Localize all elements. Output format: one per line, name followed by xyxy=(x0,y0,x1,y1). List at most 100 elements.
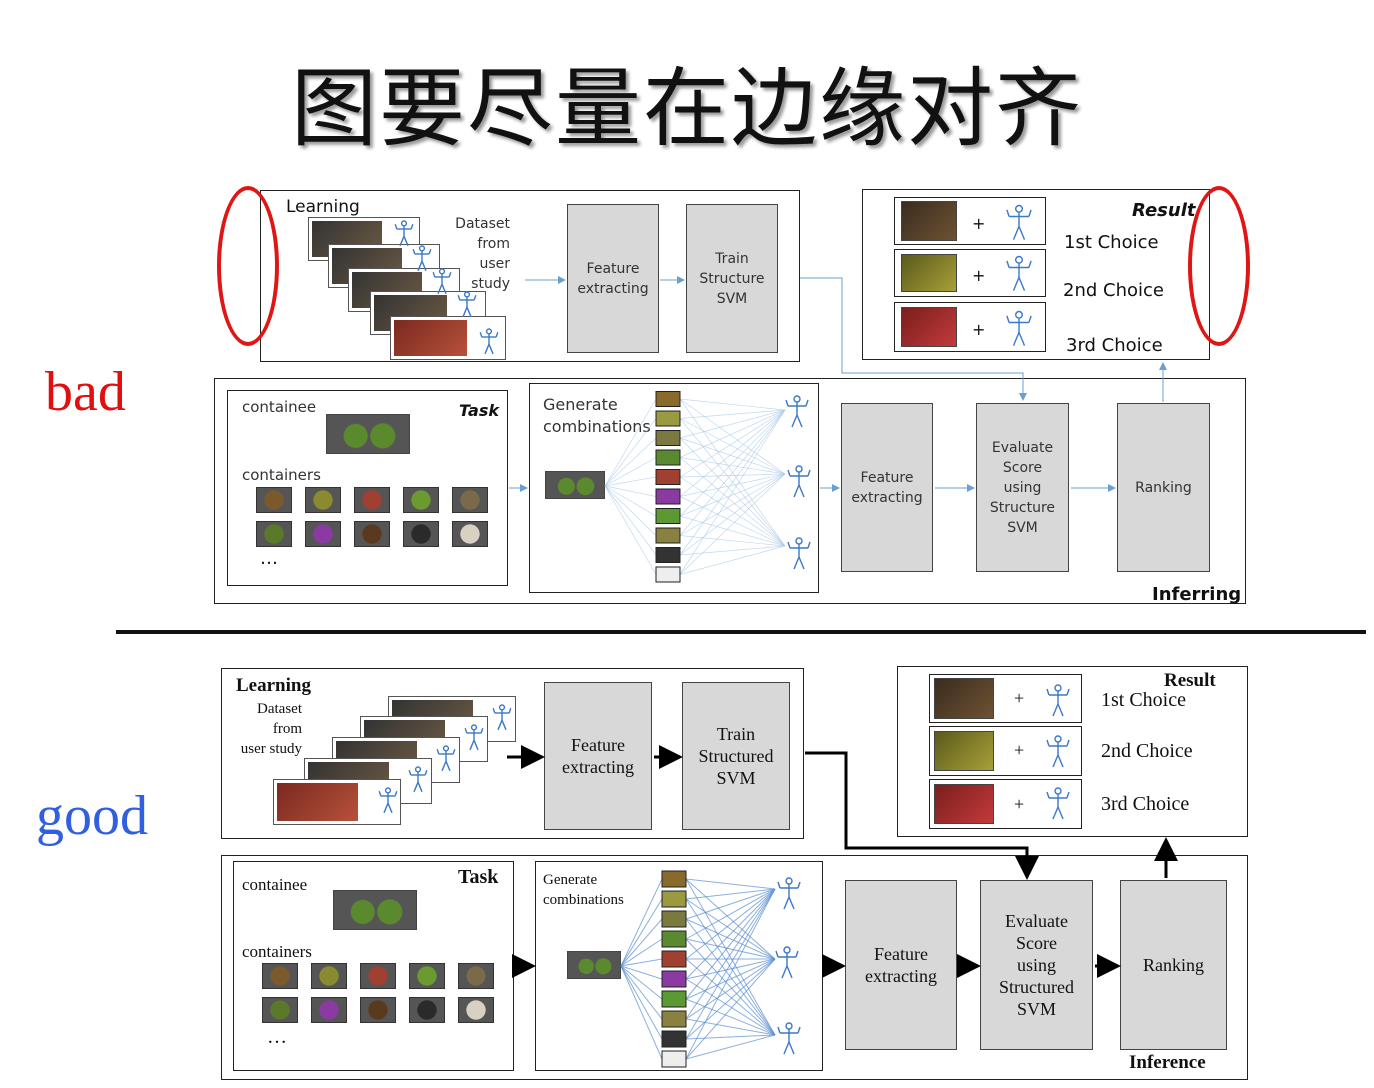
good-container-thumbnail xyxy=(262,963,298,989)
plus-sign: + xyxy=(972,266,986,285)
bad-container-thumbnail xyxy=(452,487,488,513)
bad-fan-line xyxy=(679,409,786,419)
skeleton-figure xyxy=(492,704,512,731)
good-fan-line xyxy=(620,898,663,967)
skeleton-figure xyxy=(787,537,811,570)
skeleton-figure xyxy=(787,465,811,498)
good-fan-line xyxy=(685,998,776,1036)
good-result-title: Result xyxy=(1164,670,1216,691)
bad-evaluate-box: Evaluate Score using Structure SVM xyxy=(976,403,1069,572)
bad-fan-line xyxy=(679,398,786,475)
good-fan-line xyxy=(685,888,776,1040)
good-candidate-container xyxy=(661,1030,687,1048)
skeleton-figure xyxy=(777,1022,801,1055)
bad-fan-line xyxy=(604,476,657,487)
good-fan-line xyxy=(685,898,776,960)
good-choice-2: 2nd Choice xyxy=(1101,740,1193,762)
good-fan-line xyxy=(685,888,776,940)
bad-candidate-container xyxy=(655,527,681,544)
bad-fan-line xyxy=(604,485,657,575)
bad-fan-line xyxy=(679,409,786,439)
bad-fan-line xyxy=(604,485,657,517)
good-fan-line xyxy=(685,958,776,1036)
bad-arrow-train-evaluate xyxy=(800,277,1027,401)
skeleton-figure xyxy=(775,946,799,979)
good-dataset-card xyxy=(273,779,401,825)
skeleton-figure xyxy=(1046,735,1070,768)
good-fan-line xyxy=(685,888,776,920)
bad-candidate-container xyxy=(655,430,681,446)
good-generate-text: Generate combinations xyxy=(543,872,624,908)
bad-fan-line xyxy=(604,485,657,556)
bad-candidate-container xyxy=(655,508,681,524)
bad-candidate-container xyxy=(655,391,681,407)
good-fan-line xyxy=(685,938,776,1036)
container-photo xyxy=(901,201,957,241)
bad-container-thumbnail xyxy=(403,487,439,513)
good-candidate-container xyxy=(661,990,687,1008)
bad-feature2-box: Feature extracting xyxy=(841,403,933,572)
bad-fan-line xyxy=(679,409,786,556)
bad-fan-line xyxy=(679,457,786,475)
good-fan-line xyxy=(685,958,776,1040)
slide-title: 图要尽量在边缘对齐 xyxy=(291,59,1083,159)
good-fan-line xyxy=(685,888,776,1060)
bad-fan-line xyxy=(679,473,786,517)
section-divider xyxy=(116,630,1366,634)
watermelon-photo xyxy=(333,890,417,930)
bad-fan-line xyxy=(679,545,786,556)
good-container-thumbnail xyxy=(409,963,445,989)
bad-ranking-box: Ranking xyxy=(1117,403,1210,572)
good-fan-line xyxy=(620,965,663,1040)
good-fan-line xyxy=(620,965,663,1060)
good-container-thumbnail xyxy=(458,963,494,989)
bad-fan-line xyxy=(679,398,786,411)
bad-fan-line xyxy=(679,545,786,575)
bad-container-thumbnail xyxy=(256,521,292,547)
good-fan-line xyxy=(685,1034,776,1060)
good-container-thumbnail xyxy=(360,997,396,1023)
good-dataset-text: Dataset from user study xyxy=(240,701,302,757)
good-fan-line xyxy=(685,888,776,1000)
bad-container-thumbnail xyxy=(256,487,292,513)
good-fan-line xyxy=(685,918,776,960)
bad-fan-line xyxy=(604,437,657,487)
good-candidate-container xyxy=(661,970,687,988)
good-fan-line xyxy=(685,918,776,1036)
bad-fan-line xyxy=(679,476,786,547)
bad-containers-label: containers xyxy=(242,466,321,484)
bad-candidate-container xyxy=(655,449,681,466)
good-candidate-container xyxy=(661,930,687,948)
skeleton-figure xyxy=(479,328,499,355)
good-candidate-container xyxy=(661,1050,687,1068)
good-container-thumbnail xyxy=(311,997,347,1023)
bad-container-thumbnail xyxy=(354,487,390,513)
bad-fan-line xyxy=(679,473,786,536)
bad-choice-3: 3rd Choice xyxy=(1066,335,1163,356)
good-fan-line xyxy=(685,888,776,960)
good-fan-line xyxy=(685,938,776,960)
good-fan-line xyxy=(685,958,776,1020)
good-container-thumbnail xyxy=(458,997,494,1023)
skeleton-figure xyxy=(777,877,801,910)
bad-fan-line xyxy=(679,418,786,475)
good-fan-line xyxy=(620,958,663,967)
container-photo xyxy=(901,254,957,292)
skeleton-figure xyxy=(1006,204,1032,240)
plus-sign: + xyxy=(972,214,986,233)
bad-fan-line xyxy=(604,398,657,487)
bad-candidate-container xyxy=(655,410,681,427)
bad-fan-line xyxy=(679,437,786,475)
good-fan-line xyxy=(685,978,776,1036)
good-fan-line xyxy=(685,878,776,890)
bad-fan-line xyxy=(679,473,786,556)
good-fan-line xyxy=(685,888,776,900)
good-fan-line xyxy=(685,898,776,1036)
good-container-thumbnail xyxy=(311,963,347,989)
good-candidate-container xyxy=(661,870,687,888)
good-choice-1: 1st Choice xyxy=(1101,689,1186,711)
bad-fan-line xyxy=(604,485,657,536)
good-fan-line xyxy=(685,888,776,1020)
good-fan-line xyxy=(685,958,776,1060)
